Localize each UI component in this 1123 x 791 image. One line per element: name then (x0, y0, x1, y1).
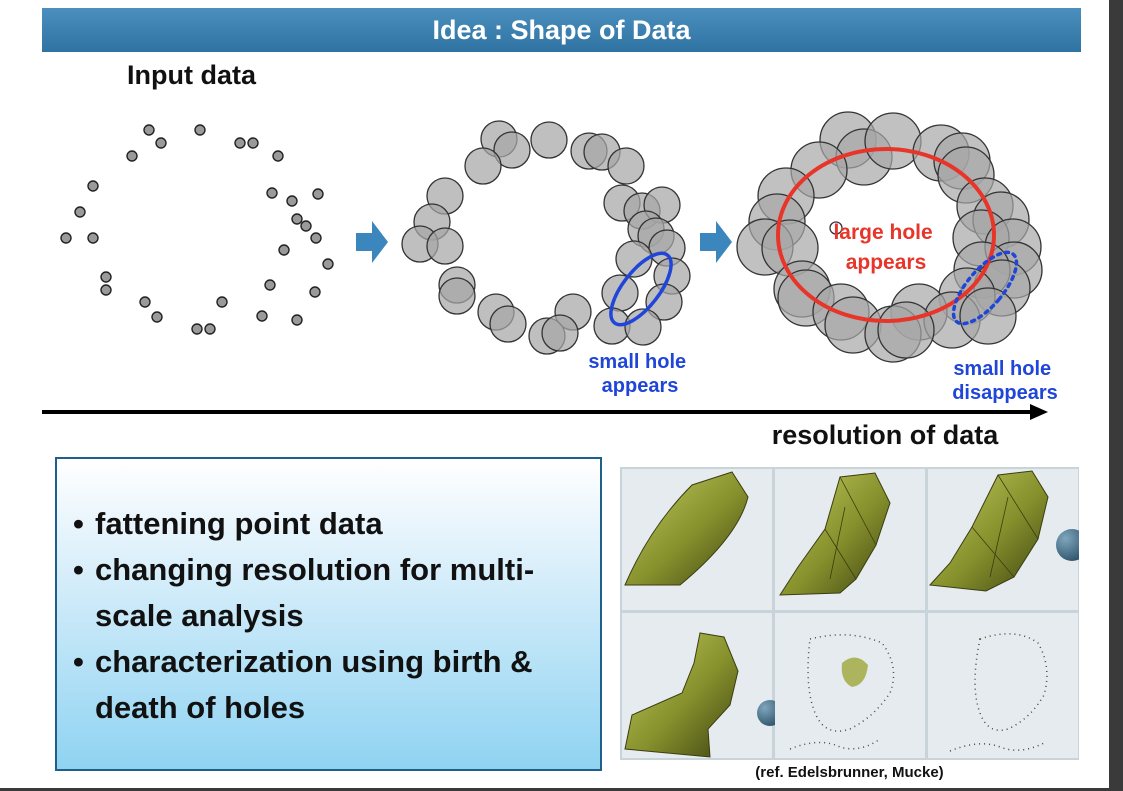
input-data-label: Input data (127, 60, 256, 90)
bullet-box: • fattening point data • changing resolu… (55, 457, 602, 771)
bullet-item: • fattening point data (73, 501, 590, 547)
figure-tile (928, 469, 1079, 610)
large-hole-appears-label: large hole appears (833, 221, 938, 274)
figure-tile (622, 613, 783, 758)
small-hole-disappears-label: small hole disappears (952, 358, 1058, 404)
bullet-text: changing resolution for multi-scale anal… (95, 552, 535, 633)
figure-tile (775, 469, 925, 610)
alpha-shape-figure (620, 467, 1079, 760)
bullet-item: • characterization using birth &death of… (73, 639, 590, 731)
resolution-axis-label: resolution of data (772, 420, 999, 450)
reference-caption: (ref. Edelsbrunner, Mucke) (755, 764, 944, 781)
figure-tile (775, 613, 925, 758)
bullet-dot-icon: • (73, 644, 84, 679)
large-hole-marker (776, 147, 996, 323)
fattened-balls-small (401, 120, 691, 355)
arrow-right-icon (356, 221, 388, 263)
figure-tile (928, 613, 1078, 758)
small-hole-marker (609, 251, 673, 327)
shape-of-data-diagram: small hole appears large hole appears sm… (42, 111, 1058, 450)
bullet-dot-icon: • (73, 506, 84, 541)
slide-title: Idea : Shape of Data (42, 8, 1081, 52)
closed-small-hole-marker (951, 250, 1019, 326)
figure-tile (622, 469, 772, 610)
small-hole-appears-label: small hole appears (588, 351, 691, 397)
bullet-item: • changing resolution for multi-scale an… (73, 547, 590, 639)
resolution-axis (42, 404, 1048, 420)
arrow-right-icon (700, 221, 732, 263)
bullet-text: characterization using birth &death of h… (95, 644, 533, 725)
bullet-dot-icon: • (73, 552, 84, 587)
bullet-text: fattening point data (95, 506, 383, 541)
point-cloud (60, 124, 334, 335)
